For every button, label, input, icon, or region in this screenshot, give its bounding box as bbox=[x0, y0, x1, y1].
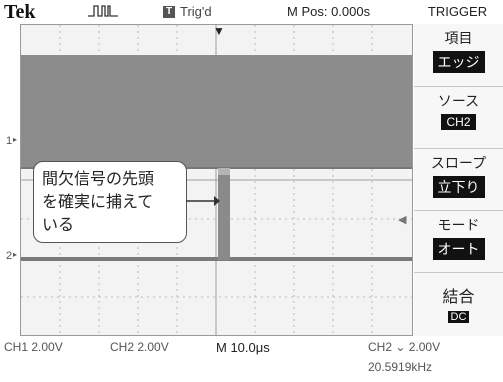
ch2-scale: CH2 2.00V bbox=[110, 340, 169, 354]
readout-bar: CH1 2.00V CH2 2.00V M 10.0μs CH2 ⌄ 2.00V… bbox=[0, 338, 503, 382]
trigger-frequency: 20.5919kHz bbox=[368, 360, 433, 374]
menu-item-source[interactable]: ソース CH2 bbox=[414, 86, 503, 149]
ch2-marker-arrow-icon: ▸ bbox=[13, 250, 18, 259]
callout-line-1: 間欠信号の先頭 bbox=[42, 171, 155, 188]
waveform-display bbox=[20, 24, 413, 336]
trigger-menu: 項目 エッジ ソース CH2 スロープ 立下り モード オート 結合 DC bbox=[414, 24, 503, 336]
menu-item-coupling[interactable]: 結合 DC bbox=[414, 272, 503, 337]
trigger-level-icon: ◀ bbox=[398, 214, 407, 226]
menu-item-coupling-label: 結合 bbox=[442, 289, 475, 306]
annotation-callout: 間欠信号の先頭 を確実に捕えて いる bbox=[33, 161, 187, 243]
callout-line-2: を確実に捕えて bbox=[42, 194, 154, 211]
menu-item-mode-value: オート bbox=[432, 238, 485, 260]
ch1-scale: CH1 2.00V bbox=[4, 340, 63, 354]
ch1-waveform-baseline bbox=[21, 167, 412, 169]
trigger-source-level: CH2 ⌄ 2.00V bbox=[368, 340, 441, 354]
menu-item-type-value: エッジ bbox=[432, 51, 485, 73]
menu-item-mode[interactable]: モード オート bbox=[414, 210, 503, 273]
trigger-status: Trig'd bbox=[180, 4, 212, 19]
horizontal-position: M Pos: 0.000s bbox=[287, 4, 371, 19]
menu-title: TRIGGER bbox=[427, 4, 488, 19]
menu-item-source-label: ソース bbox=[437, 93, 480, 109]
menu-item-slope-value: 立下り bbox=[432, 176, 485, 198]
callout-line-3: いる bbox=[42, 217, 75, 234]
callout-arrow-icon bbox=[186, 196, 220, 206]
trigger-status-icon: T bbox=[163, 6, 175, 18]
menu-item-coupling-value: DC bbox=[447, 311, 470, 323]
ch1-waveform-band bbox=[21, 55, 412, 168]
timebase: M 10.0μs bbox=[216, 340, 270, 355]
trigger-position-icon: ▼ bbox=[213, 24, 225, 38]
menu-item-type-label: 項目 bbox=[444, 30, 473, 46]
ch2-pulse-top bbox=[218, 168, 230, 175]
brand-logo: Tek bbox=[4, 1, 36, 23]
menu-item-type[interactable]: 項目 エッジ bbox=[414, 24, 503, 86]
menu-item-slope-label: スロープ bbox=[430, 155, 487, 171]
menu-item-slope[interactable]: スロープ 立下り bbox=[414, 148, 503, 211]
ch1-ground-marker: 1 bbox=[6, 135, 13, 147]
ch1-marker-arrow-icon: ▸ bbox=[13, 135, 18, 144]
status-bar: Tek T Trig'd M Pos: 0.000s TRIGGER bbox=[0, 0, 503, 24]
menu-item-mode-label: モード bbox=[437, 217, 480, 233]
ch2-ground-marker: 2 bbox=[6, 250, 13, 262]
menu-item-source-value: CH2 bbox=[441, 114, 476, 130]
ch2-waveform bbox=[21, 257, 412, 261]
ch2-pulse bbox=[218, 168, 230, 260]
acquisition-waveform-icon bbox=[88, 5, 118, 17]
